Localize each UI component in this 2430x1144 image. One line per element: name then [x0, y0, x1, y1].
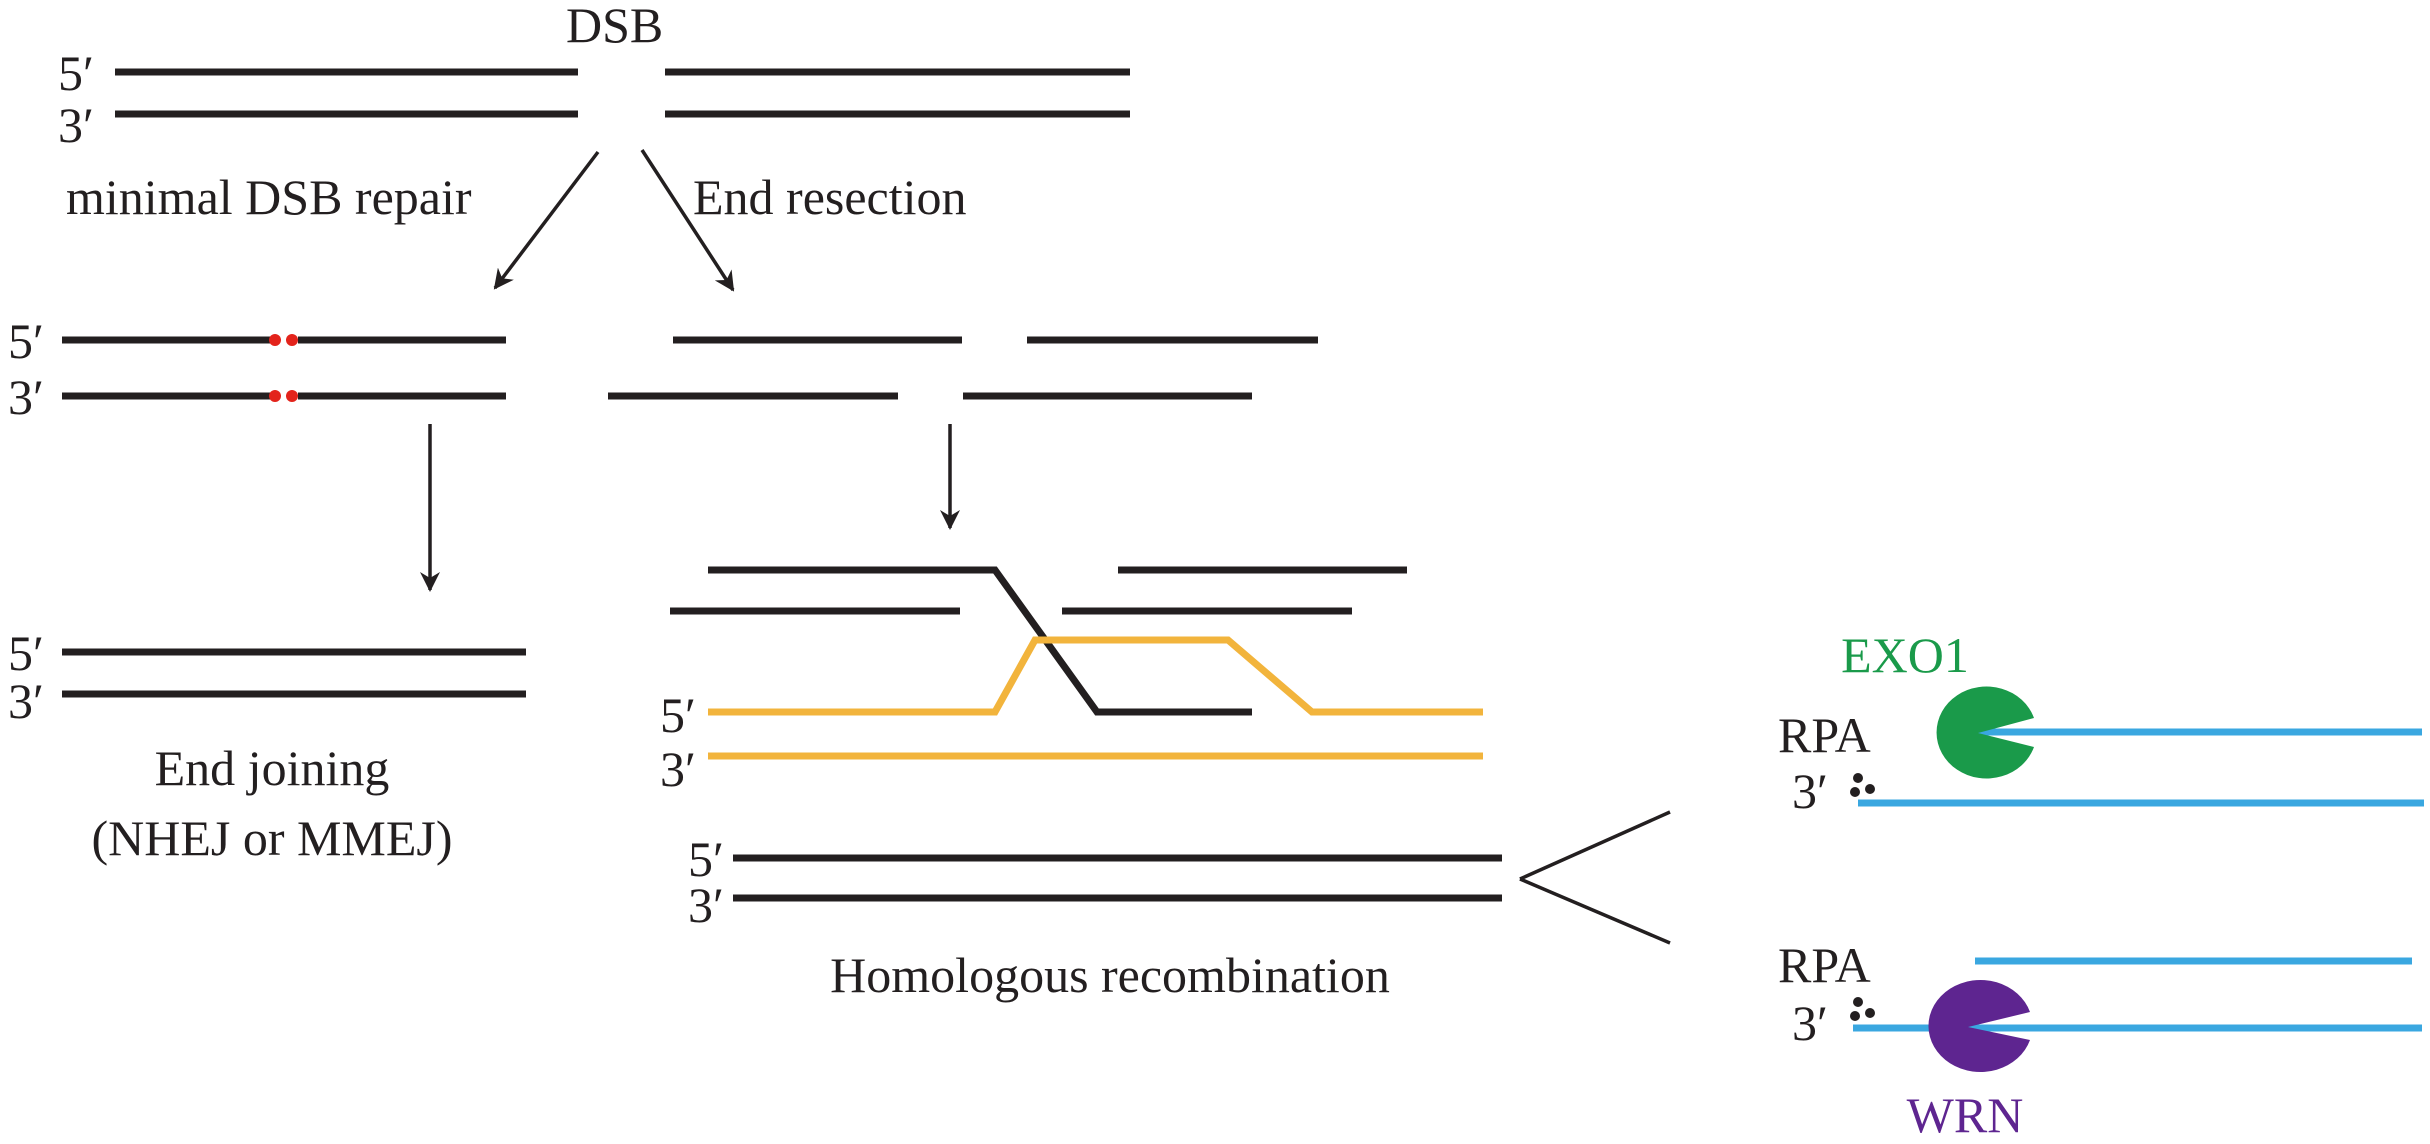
donor-3prime-label: 3′ [660, 741, 696, 797]
rpa-dot [1850, 1011, 1860, 1021]
minimal-5prime-label: 5′ [8, 313, 44, 369]
donor-top-strand [708, 636, 1483, 716]
zoom-line-upper [1519, 810, 1671, 881]
end-joining-label: End joining [155, 740, 390, 796]
hr-5prime-label: 5′ [688, 831, 724, 887]
dsb-5prime-label: 5′ [58, 45, 94, 101]
wrn-3prime-label: 3′ [1792, 995, 1828, 1051]
rpa-dot [1865, 1008, 1875, 1018]
ligation-dot [286, 390, 298, 402]
homologous-recombination-label: Homologous recombination [830, 947, 1390, 1003]
minimal-repair-label: minimal DSB repair [66, 169, 472, 225]
donor-5prime-label: 5′ [660, 687, 696, 743]
hr-duplex [733, 854, 1502, 902]
joined-5prime-label: 5′ [8, 625, 44, 681]
exo1-panel [1850, 686, 2424, 807]
wrn-label: WRN [1907, 1087, 2024, 1143]
minimal-repair-duplex [62, 334, 506, 402]
wrn-panel [1850, 957, 2422, 1072]
end-joining-subtitle: (NHEJ or MMEJ) [91, 810, 452, 866]
exo1-3prime-label: 3′ [1792, 763, 1828, 819]
resected-duplex [608, 336, 1318, 400]
end-resection-arrow [640, 149, 735, 292]
wrn-rpa-label: RPA [1778, 937, 1871, 993]
ligation-dot [286, 334, 298, 346]
ligation-dot [269, 334, 281, 346]
joined-3prime-label: 3′ [8, 673, 44, 729]
wrn-pacman-icon [1928, 980, 2030, 1072]
strand-invasion [670, 566, 1483, 760]
dsb-label: DSB [566, 0, 663, 53]
exo1-label: EXO1 [1841, 627, 1969, 683]
dsb-3prime-label: 3′ [58, 97, 94, 153]
end-resection-label: End resection [693, 169, 967, 225]
rpa-dot [1853, 773, 1863, 783]
exo1-rpa-label: RPA [1778, 707, 1871, 763]
exo1-pacman-icon [1936, 686, 2034, 779]
minimal-repair-arrow [493, 150, 600, 290]
zoom-line-lower [1519, 877, 1671, 945]
rpa-dot [1865, 784, 1875, 794]
rpa-dot [1850, 787, 1860, 797]
minimal-3prime-label: 3′ [8, 369, 44, 425]
ligation-dot [269, 390, 281, 402]
rpa-dot [1853, 997, 1863, 1007]
hr-3prime-label: 3′ [688, 877, 724, 933]
dsb-duplex [115, 68, 1130, 118]
end-joining-duplex [62, 648, 526, 698]
